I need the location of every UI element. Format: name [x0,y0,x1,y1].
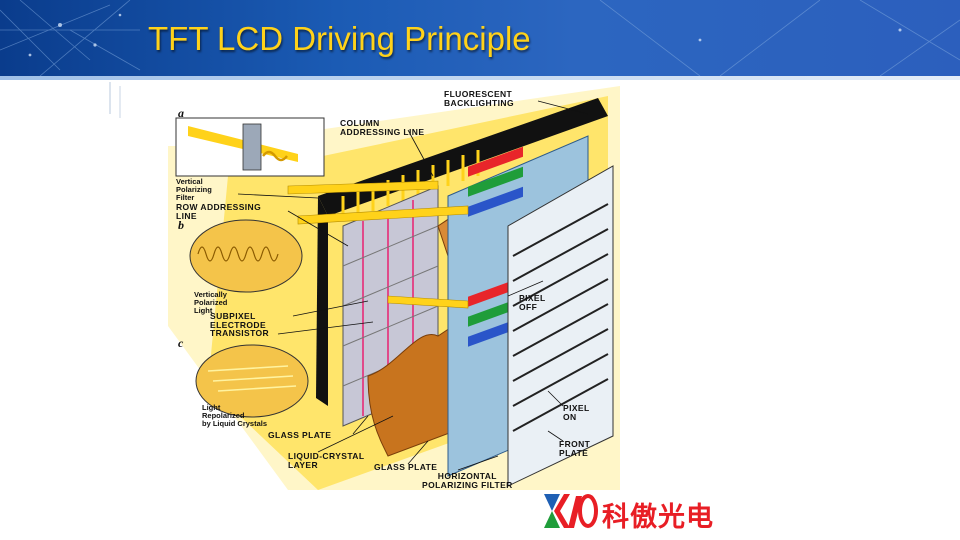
label-fluorescent-backlighting: FLUORESCENT BACKLIGHTING [444,89,514,108]
panel-letter-b: b [178,218,184,232]
company-logo: 科傲光电 [542,492,742,533]
label-glass-plate-bottom: GLASS PLATE [374,462,438,472]
company-name: 科傲光电 [602,502,714,533]
slide-title: TFT LCD Driving Principle [148,20,531,57]
label-column-addressing-line: COLUMN ADDRESSING LINE [340,118,425,137]
label-vertically-polarized-light: Vertically Polarized Light [194,290,228,315]
header-divider [0,76,960,80]
kao-logo-mark [544,494,598,528]
tft-lcd-exploded-illustration [168,86,620,490]
panel-letter-c: c [178,336,184,350]
panel-letter-a: a [178,106,184,120]
label-pixel-off: PIXEL OFF [519,293,546,312]
label-horizontal-polarizing-filter: HORIZONTAL POLARIZING FILTER [422,471,513,490]
label-vertical-polarizing-filter: Vertical Polarizing Filter [176,177,212,202]
label-row-addressing-line: ROW ADDRESSING LINE [176,202,262,221]
header-network-decoration [0,0,960,76]
label-liquid-crystal-layer: LIQUID-CRYSTAL LAYER [288,451,365,470]
label-light-repolarized: Light Repolarized by Liquid Crystals [202,403,268,428]
tft-lcd-diagram: a b c FLUORESCENT BACKLIGHTING COLUMN AD… [168,86,620,490]
label-transistor: TRANSISTOR [210,328,270,338]
label-subpixel-electrode: SUBPIXEL ELECTRODE [210,311,267,330]
slide-header: TFT LCD Driving Principle [0,0,960,76]
decorative-tick-marks [109,82,121,118]
label-front-plate: FRONT PLATE [559,439,591,458]
label-pixel-on: PIXEL ON [563,403,590,422]
label-glass-plate-left: GLASS PLATE [268,430,332,440]
